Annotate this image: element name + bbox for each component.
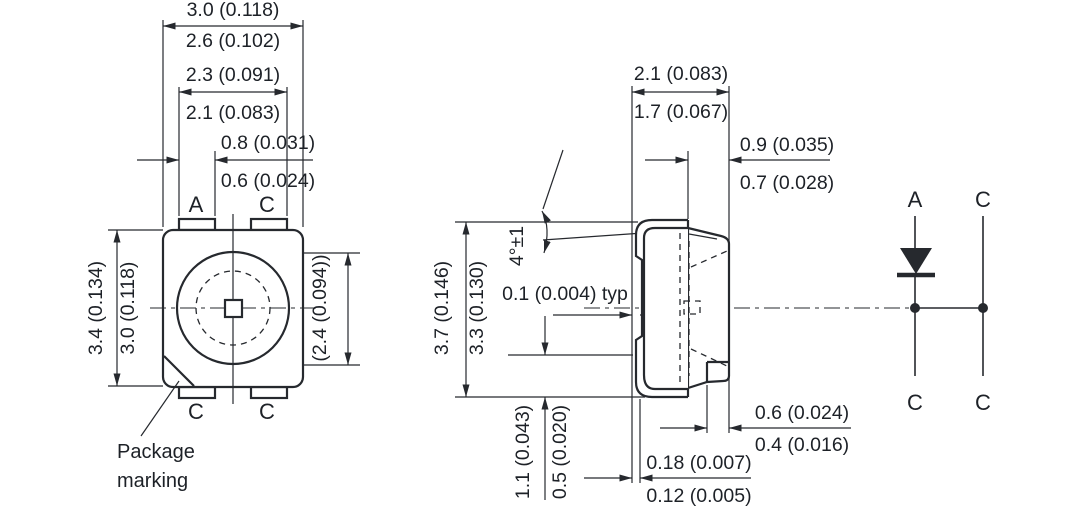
pin-label-cathode-bottom-left: C [188,399,204,424]
pin-label-cathode-bottom-right: C [259,399,275,424]
schematic-pin-cathode-top: C [975,187,991,212]
dim-depth-max-label: 2.1 (0.083) [634,63,728,85]
dim-lens-label: (2.4 (0.094)) [309,254,331,361]
pin-label-anode-top-left: A [189,192,204,217]
diode-triangle [900,248,932,274]
dim-pad-min-label: 0.6 (0.024) [221,170,315,192]
marking-chamfer [163,355,195,387]
dim-width-min-label: 2.6 (0.102) [186,30,280,52]
dim-stub-max-label: 0.6 (0.024) [755,402,849,424]
j-lead-inner-edge [642,226,688,391]
schematic-pin-anode: A [908,187,923,212]
hidden-chip [683,300,701,315]
angle-arc [541,210,551,254]
dim-inner-max-label: 2.3 (0.091) [186,64,280,86]
dim-height-max-label: 3.4 (0.134) [85,261,107,355]
dim-foot-min-label: 0.5 (0.020) [549,405,571,499]
dim-lead-max-label: 0.9 (0.035) [740,134,834,156]
package-marking-label-line1: Package [117,441,195,463]
schematic-pin-cathode-bottom-left: C [907,390,923,415]
dim-lead-min-label: 0.7 (0.028) [740,172,834,194]
standoff-label: 0.1 (0.004) typ [502,283,628,305]
pin-label-cathode-top-right: C [259,192,275,217]
dim-thickness-min-label: 0.12 (0.005) [646,485,751,507]
solder-pad [249,217,289,232]
leader-line [542,149,564,210]
j-lead-outline [634,218,688,399]
dim-width-max-label: 3.0 (0.118) [187,0,280,21]
dim-depth-min-label: 1.7 (0.067) [634,101,728,123]
leader-line [140,380,180,437]
dim-thickness-max-label: 0.18 (0.007) [646,452,751,474]
solder-pad [177,217,217,232]
dim-inner-min-label: 2.1 (0.083) [186,102,280,124]
dim-height-min-label: 3.3 (0.130) [466,261,488,355]
dim-pad-max-label: 0.8 (0.031) [221,132,315,154]
lens-outline [175,250,291,366]
dim-foot-max-label: 1.1 (0.043) [512,405,534,499]
dim-height-min-label: 3.0 (0.118) [117,262,139,355]
hidden-reflector-edge [690,348,728,367]
package-marking-label-line2: marking [117,470,188,492]
schematic-view: A C C C [897,187,991,415]
led-chip [223,298,244,319]
package-body-profile [686,226,731,390]
schematic-pin-cathode-bottom-right: C [975,390,991,415]
body-top-edge [688,233,718,240]
solder-pad [177,385,217,400]
lens-inner-dashed [195,270,271,346]
side-view: 2.1 (0.083) 1.7 (0.067) 0.9 (0.035) 0.7 … [431,63,932,507]
dim-height-max-label: 3.7 (0.146) [431,261,453,355]
draft-angle-label: 4°±1 [506,226,528,266]
dim-stub-min-label: 0.4 (0.016) [755,434,849,456]
top-view: 3.0 (0.118) 2.6 (0.102) 2.3 (0.091) 2.1 … [85,0,360,492]
junction-dot [910,303,920,313]
solder-pad [249,385,289,400]
junction-dot [978,303,988,313]
